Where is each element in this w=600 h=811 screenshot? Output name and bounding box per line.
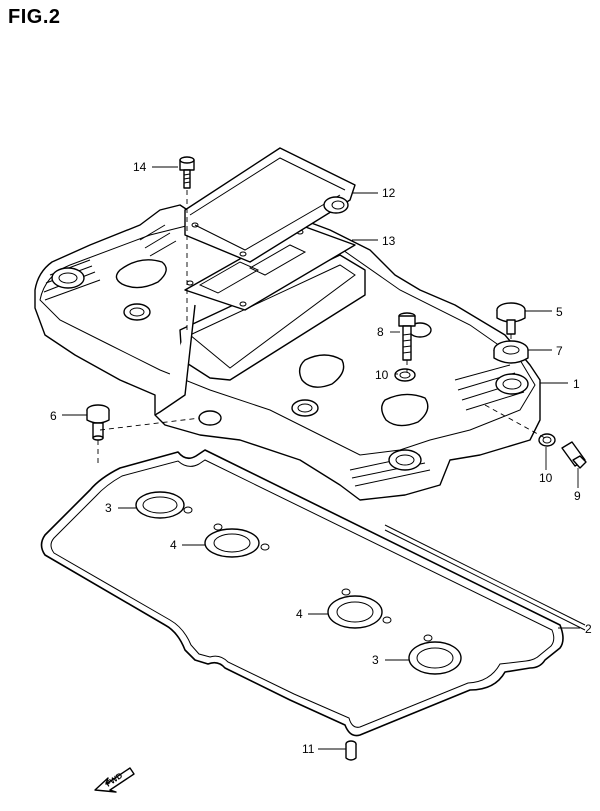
dowel-pin-part-11[interactable] [345, 740, 357, 761]
bolt-part-8[interactable] [398, 312, 416, 361]
callout-2: 2 [585, 622, 592, 636]
callout-6: 6 [50, 409, 57, 423]
alignment-lines [97, 190, 546, 465]
valve-cover-part-1[interactable] [34, 199, 541, 501]
callout-13: 13 [382, 234, 396, 248]
callout-11: 11 [302, 742, 315, 756]
seal-part-4-upper[interactable] [204, 523, 270, 558]
bolt-part-6[interactable] [86, 404, 110, 441]
callout-3-lower: 3 [372, 653, 379, 667]
callout-leaders [62, 166, 580, 750]
callout-10-lower: 10 [539, 471, 553, 485]
callout-8: 8 [377, 325, 384, 339]
callout-12: 12 [382, 186, 396, 200]
callout-4-upper: 4 [170, 538, 177, 552]
callout-7: 7 [556, 344, 563, 358]
callout-1: 1 [573, 377, 580, 391]
callout-10-upper: 10 [375, 368, 389, 382]
callout-labels: 14 12 13 8 5 7 10 1 6 10 9 3 4 4 3 2 11 [50, 160, 592, 756]
breather-cover-part-12[interactable] [184, 147, 356, 263]
seal-part-3-lower[interactable] [408, 634, 462, 675]
seal-part-3-upper[interactable] [135, 491, 193, 519]
forward-direction-arrow: FWD [94, 767, 135, 793]
callout-5: 5 [556, 305, 563, 319]
bolt-part-14[interactable] [179, 156, 195, 189]
callout-14: 14 [133, 160, 147, 174]
gasket-part-2[interactable] [40, 449, 586, 737]
washer-part-10-upper[interactable] [394, 368, 416, 382]
grommet-part-7[interactable] [493, 340, 529, 364]
callout-4-lower: 4 [296, 607, 303, 621]
callout-9: 9 [574, 489, 581, 503]
bolt-part-9[interactable] [561, 441, 587, 469]
bolt-part-5[interactable] [496, 302, 526, 335]
figure-title: FIG.2 [8, 6, 61, 28]
callout-3-upper: 3 [105, 501, 112, 515]
seal-part-4-lower[interactable] [327, 588, 392, 629]
